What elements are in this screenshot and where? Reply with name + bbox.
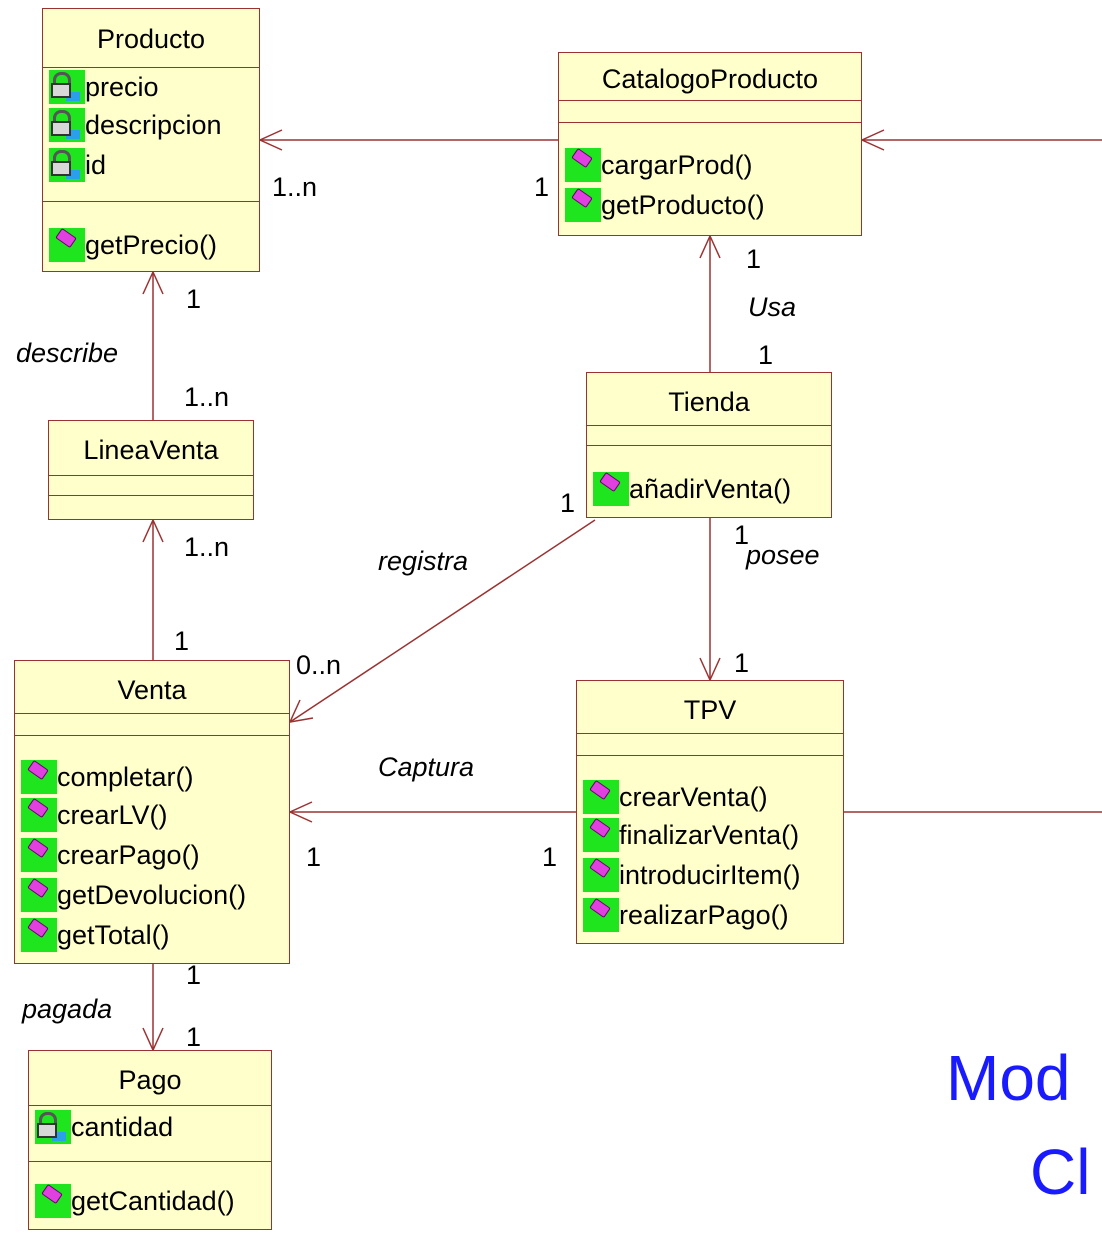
- assoc-tienda-venta: [289, 519, 596, 723]
- multiplicity: 0..n: [296, 650, 342, 680]
- public-operation-icon: [583, 858, 619, 892]
- private-attribute-icon: [49, 70, 85, 104]
- divider: [577, 733, 843, 734]
- public-operation-icon: [21, 760, 57, 794]
- class-name: LineaVenta: [83, 435, 219, 465]
- multiplicity: 1: [560, 488, 576, 518]
- divider: [49, 475, 253, 476]
- public-operation-icon: [21, 838, 57, 872]
- multiplicity: 1: [734, 648, 750, 678]
- assoc-label-captura: Captura: [378, 752, 475, 782]
- operation: finalizarVenta(): [583, 817, 799, 853]
- class-catalogoproducto[interactable]: CatalogoProducto cargarProd() getProduct…: [558, 52, 862, 236]
- class-name: TPV: [683, 695, 737, 725]
- attribute: cantidad: [35, 1109, 173, 1145]
- operation: getPrecio(): [49, 227, 217, 263]
- operation: realizarPago(): [583, 897, 789, 933]
- operation: getCantidad(): [35, 1183, 235, 1219]
- divider: [43, 201, 259, 202]
- divider: [559, 122, 861, 123]
- class-name: Pago: [118, 1065, 182, 1095]
- divider: [15, 713, 289, 714]
- public-operation-icon: [583, 780, 619, 814]
- private-attribute-icon: [49, 108, 85, 142]
- assoc-label-registra: registra: [378, 546, 469, 576]
- assoc-label-pagada: pagada: [22, 994, 113, 1024]
- class-producto[interactable]: Producto precio descripcion id getPrecio…: [42, 8, 260, 272]
- operation: crearLV(): [21, 797, 168, 833]
- operation: crearVenta(): [583, 779, 768, 815]
- divider: [587, 445, 831, 446]
- assoc-label-usa: Usa: [748, 292, 797, 322]
- divider: [577, 755, 843, 756]
- multiplicity: 1: [746, 244, 762, 274]
- public-operation-icon: [49, 228, 85, 262]
- multiplicity: 1: [534, 172, 550, 202]
- operation: completar(): [21, 759, 194, 795]
- public-operation-icon: [565, 188, 601, 222]
- operation: getProducto(): [565, 187, 765, 223]
- multiplicity: 1..n: [272, 172, 318, 202]
- multiplicity: 1: [758, 340, 774, 370]
- multiplicity: 1: [174, 626, 190, 656]
- attribute: precio: [49, 69, 159, 105]
- class-venta[interactable]: Venta completar() crearLV() crearPago() …: [14, 660, 290, 964]
- multiplicity: 1..n: [184, 382, 230, 412]
- multiplicity: 1: [186, 960, 202, 990]
- assoc-label-describe: describe: [16, 338, 119, 368]
- public-operation-icon: [35, 1184, 71, 1218]
- divider: [29, 1161, 271, 1162]
- assoc-label-posee: posee: [746, 540, 820, 570]
- public-operation-icon: [21, 798, 57, 832]
- attribute: descripcion: [49, 107, 222, 143]
- public-operation-icon: [21, 918, 57, 952]
- class-name: Venta: [117, 675, 187, 705]
- divider: [587, 425, 831, 426]
- operation: crearPago(): [21, 837, 200, 873]
- divider: [49, 495, 253, 496]
- multiplicity: 1: [186, 284, 202, 314]
- class-name: Producto: [96, 24, 206, 54]
- private-attribute-icon: [49, 148, 85, 182]
- operation: añadirVenta(): [593, 471, 791, 507]
- public-operation-icon: [583, 818, 619, 852]
- multiplicity: 1: [542, 842, 558, 872]
- class-tienda[interactable]: Tienda añadirVenta(): [586, 372, 832, 518]
- multiplicity: 1..n: [184, 532, 230, 562]
- divider: [15, 735, 289, 736]
- multiplicity: 1: [306, 842, 322, 872]
- multiplicity: 1: [186, 1022, 202, 1052]
- divider: [43, 67, 259, 68]
- operation: getTotal(): [21, 917, 170, 953]
- public-operation-icon: [565, 148, 601, 182]
- public-operation-icon: [21, 878, 57, 912]
- class-name: CatalogoProducto: [601, 64, 819, 94]
- slide-title-line-1: Mod: [946, 1042, 1071, 1114]
- class-tpv[interactable]: TPV crearVenta() finalizarVenta() introd…: [576, 680, 844, 944]
- class-lineaventa[interactable]: LineaVenta: [48, 420, 254, 520]
- private-attribute-icon: [35, 1110, 71, 1144]
- divider: [29, 1105, 271, 1106]
- class-pago[interactable]: Pago cantidad getCantidad(): [28, 1050, 272, 1230]
- operation: getDevolucion(): [21, 877, 246, 913]
- public-operation-icon: [583, 898, 619, 932]
- slide-title-line-2: Cl: [1030, 1136, 1091, 1208]
- class-name: Tienda: [668, 387, 750, 417]
- divider: [559, 100, 861, 101]
- attribute: id: [49, 147, 106, 183]
- multiplicity: 1: [734, 520, 750, 550]
- public-operation-icon: [593, 472, 629, 506]
- operation: introducirItem(): [583, 857, 801, 893]
- operation: cargarProd(): [565, 147, 753, 183]
